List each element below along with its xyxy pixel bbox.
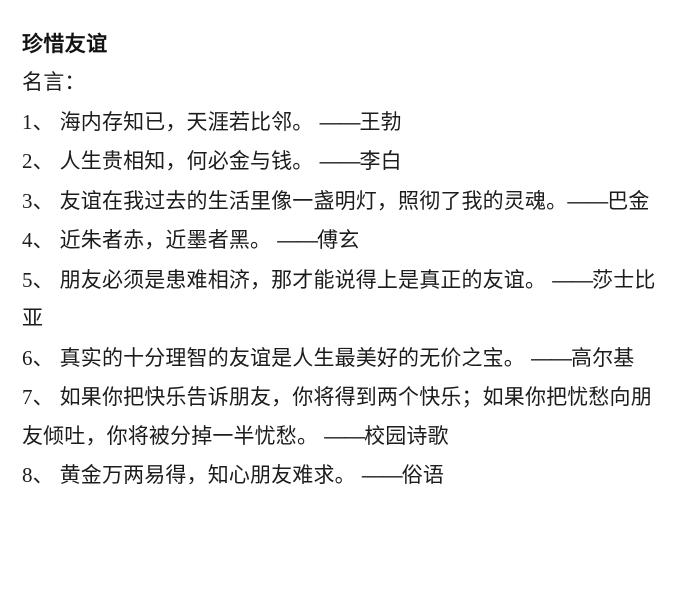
quote-dash: ——: [319, 110, 360, 134]
quote-text: 人生贵相知，何必金与钱。: [59, 150, 314, 173]
list-item: 7、 如果你把快乐告诉朋友，你将得到两个快乐；如果你把忧愁向朋友倾吐，你将被分掉…: [22, 378, 660, 456]
quote-number: 1: [22, 109, 33, 134]
quote-text: 海内存知已，天涯若比邻。: [59, 110, 314, 134]
quote-number: 8: [22, 463, 33, 487]
quote-text: 黄金万两易得，知心朋友难求。: [59, 464, 356, 487]
list-item: 8、 黄金万两易得，知心朋友难求。 ——俗语: [22, 456, 660, 496]
quote-number: 3: [22, 188, 33, 213]
page-title: 珍惜友谊: [22, 33, 108, 56]
quote-text: 近朱者赤，近墨者黑。: [59, 229, 272, 252]
quote-marker: 、: [32, 110, 54, 134]
section-label-quotations: 名言：: [22, 71, 86, 94]
quote-marker: 、: [32, 150, 54, 173]
quote-text: 真实的十分理智的友谊是人生最美好的无价之宝。: [59, 346, 525, 370]
quote-dash: ——: [361, 464, 403, 487]
quote-dash: ——: [530, 346, 572, 370]
quote-marker: 、: [32, 189, 54, 213]
quote-dash: ——: [277, 229, 318, 252]
quote-text: 朋友必须是患难相济，那才能说得上是真正的友谊。: [59, 268, 547, 292]
quote-number: 7: [22, 385, 33, 409]
list-item: 1、 海内存知已，天涯若比邻。 ——王勃: [22, 103, 660, 143]
quote-marker: 、: [32, 229, 54, 252]
quote-marker: 、: [32, 464, 54, 487]
list-item: 3、 友谊在我过去的生活里像一盏明灯，照彻了我的灵魂。——巴金: [22, 182, 660, 222]
quote-dash: ——: [567, 189, 608, 213]
list-item: 6、 真实的十分理智的友谊是人生最美好的无价之宝。 ——高尔基: [22, 339, 660, 379]
quote-number: 2: [22, 149, 33, 173]
quotation-list: 1、 海内存知已，天涯若比邻。 ——王勃 2、 人生贵相知，何必金与钱。 ——李…: [22, 103, 660, 496]
quote-author: 傅玄: [317, 229, 360, 252]
list-item: 5、 朋友必须是患难相济，那才能说得上是真正的友谊。 ——莎士比亚: [22, 261, 660, 339]
quote-marker: 、: [32, 346, 54, 370]
quote-marker: 、: [32, 386, 54, 409]
quote-dash: ——: [319, 150, 360, 173]
quote-dash: ——: [324, 424, 365, 448]
quote-number: 4: [22, 228, 33, 252]
quote-text: 如果你把快乐告诉朋友，你将得到两个快乐；如果你把忧愁向朋友倾吐，你将被分掉一半忧…: [22, 386, 652, 448]
quote-text: 友谊在我过去的生活里像一盏明灯，照彻了我的灵魂。: [59, 189, 568, 213]
quote-author: 王勃: [359, 110, 402, 134]
quote-dash: ——: [552, 268, 593, 292]
quote-author: 校园诗歌: [364, 424, 449, 448]
quote-author: 俗语: [401, 464, 445, 487]
list-item: 4、 近朱者赤，近墨者黑。 ——傅玄: [22, 221, 660, 261]
quote-number: 6: [22, 345, 33, 370]
quote-author: 李白: [359, 150, 402, 173]
quote-author: 巴金: [607, 189, 650, 213]
list-item: 2、 人生贵相知，何必金与钱。 ——李白: [22, 142, 660, 182]
quote-author: 高尔基: [570, 346, 635, 370]
quote-author: 莎士比亚: [22, 268, 656, 331]
quote-number: 5: [22, 267, 33, 292]
quote-marker: 、: [32, 268, 54, 292]
